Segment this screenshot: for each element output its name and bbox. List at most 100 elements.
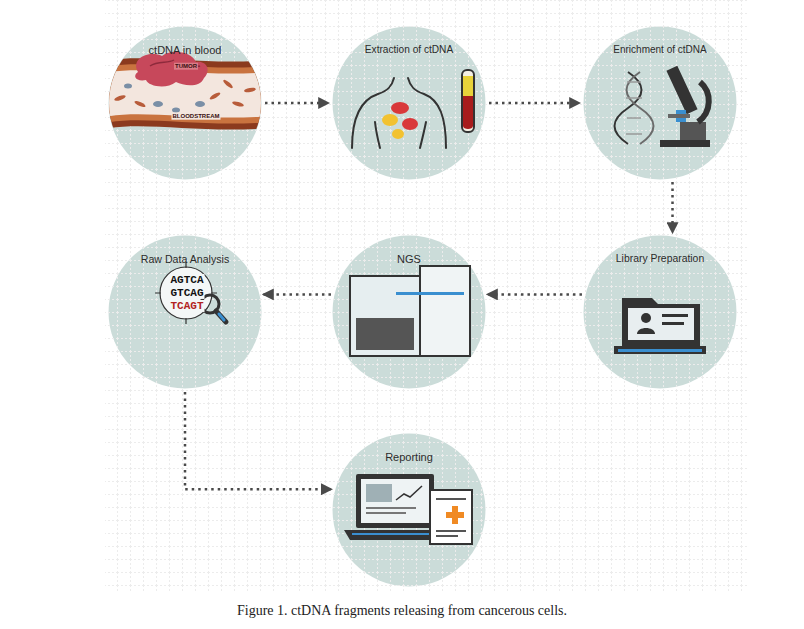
library-card-icon-part: [641, 313, 651, 323]
blood-vessel-illustration-part-part: [232, 101, 245, 108]
sequencer-machine-part: [420, 292, 464, 295]
organ-shapes-part: [463, 96, 473, 129]
library-card-icon-part: [637, 328, 655, 334]
microscope-part: [680, 122, 706, 140]
extraction-illustration-part: [375, 122, 380, 148]
organ-shapes-part: [402, 118, 418, 130]
microscope: [660, 66, 710, 147]
blood-vessel-illustration-part: [100, 58, 270, 130]
report-computer-part: [356, 474, 434, 528]
illustration-label: TUMOR: [174, 63, 198, 70]
extraction-illustration-part: [462, 70, 474, 132]
step-heading: Reporting: [385, 450, 433, 464]
dotted-arrow: [185, 392, 332, 489]
dotted-arrow: [263, 293, 331, 296]
step-heading: Raw Data Analysis: [141, 252, 229, 266]
blood-vessel-illustration-part-part: [134, 100, 147, 109]
circle-fill: [584, 236, 737, 389]
sequence-magnifier-part: [219, 314, 224, 320]
step-heading: Library Preparation: [616, 252, 704, 266]
sequence-magnifier-part: [155, 262, 217, 324]
process-circle: NGS: [332, 235, 486, 389]
dotted-arrow: [671, 182, 674, 233]
process-circle: Extraction of ctDNA: [332, 26, 486, 180]
step-heading: Enrichment of ctDNA: [613, 43, 706, 57]
report-computer-part: [430, 490, 472, 544]
microscope-part: [668, 114, 690, 118]
report-computer-part: [366, 507, 416, 509]
sequence-text: AGTCA: [169, 274, 204, 286]
microscope-part: [698, 82, 709, 122]
dotted-arrow: [265, 102, 329, 105]
process-circle: Library Preparation: [583, 235, 737, 389]
report-computer-part: [361, 479, 429, 523]
sequence-text: TCAGT: [169, 300, 204, 312]
sequence-magnifier-part: [160, 267, 212, 319]
sequencer-machine-part: [356, 318, 414, 350]
illustration-label: BLOODSTREAM: [172, 113, 221, 120]
step-heading: NGS: [397, 252, 421, 266]
circle-fill: [333, 236, 486, 389]
report-computer-part: [436, 535, 458, 537]
extraction-illustration-part: [352, 78, 394, 148]
dna-helix-part: [626, 82, 642, 134]
blood-vessel-illustration-part-part: [209, 91, 221, 100]
organ-shapes: [382, 76, 473, 139]
report-computer-part: [366, 484, 392, 502]
blood-vessel-illustration-part: [114, 79, 257, 109]
blood-vessel-illustration-part-part: [124, 84, 132, 89]
sequence-text: GTCAG: [169, 287, 204, 299]
extraction-illustration: [352, 70, 474, 148]
blood-vessel-illustration: [100, 52, 270, 130]
step-heading: Extraction of ctDNA: [365, 43, 453, 57]
sequencer-machine-part: [396, 292, 420, 295]
sequencer-machine-part: [420, 266, 470, 356]
report-computer-part: [436, 530, 466, 532]
library-card-icon-part: [622, 298, 700, 346]
organ-shapes-part: [392, 129, 404, 139]
library-card-icon-part: [628, 308, 694, 340]
sequence-magnifier-part: [216, 311, 226, 322]
library-card-icon-part: [618, 349, 702, 352]
library-card-icon: [614, 298, 706, 354]
library-card-icon-part: [614, 346, 706, 354]
circle-fill: [109, 27, 262, 180]
organ-shapes-part: [463, 76, 473, 96]
sequencer-machine: [350, 266, 470, 356]
blood-vessel-illustration-part-part: [114, 94, 127, 102]
report-computer-part: [446, 506, 464, 524]
blood-vessel-illustration-part-part: [222, 79, 234, 90]
circle-fill: [333, 434, 486, 587]
sequence-magnifier: [155, 262, 226, 324]
blood-vessel-illustration-part-part: [153, 101, 163, 107]
dna-helix-part: [627, 72, 654, 144]
report-computer-part: [352, 533, 438, 535]
microscope-part: [660, 140, 710, 147]
report-computer: [344, 474, 472, 544]
circle-fill: [333, 27, 486, 180]
report-computer-part: [436, 498, 466, 500]
report-computer-part: [396, 486, 422, 500]
dotted-arrow: [487, 293, 582, 296]
figure-caption: Figure 1. ctDNA fragments releasing from…: [0, 603, 804, 619]
dna-helix: [615, 72, 654, 144]
extraction-illustration-part: [420, 122, 426, 148]
organ-shapes-part: [382, 114, 398, 126]
report-computer-part: [366, 512, 406, 514]
sequencer-machine-part: [350, 276, 420, 356]
process-circle: ctDNA in blood: [108, 26, 262, 180]
circle-fill: [109, 236, 262, 389]
blood-vessel-illustration-part-part: [195, 101, 205, 107]
step-heading: ctDNA in blood: [149, 43, 222, 57]
microscope-part: [666, 66, 697, 115]
organ-shapes-part: [391, 102, 409, 114]
blood-vessel-illustration-part-part: [244, 87, 257, 93]
library-card-icon-part: [662, 322, 684, 325]
blood-vessel-illustration-part: [135, 52, 208, 87]
extraction-illustration-part: [408, 78, 446, 148]
circle-fill: [584, 27, 737, 180]
blood-vessel-illustration-part: [124, 84, 205, 113]
